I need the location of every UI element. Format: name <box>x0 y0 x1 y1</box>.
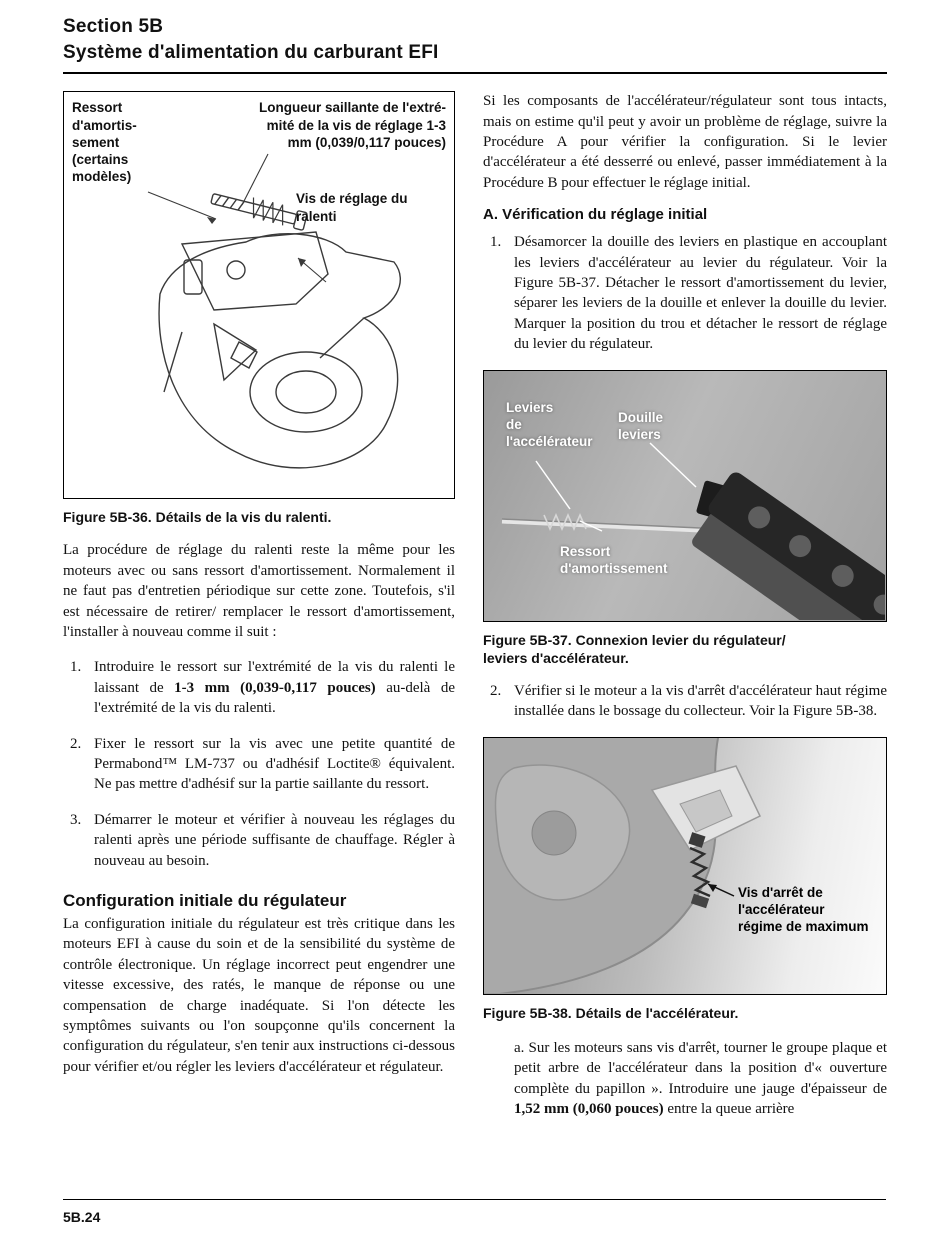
step-a-number: a. <box>514 1039 525 1056</box>
list-item: 3. Démarrer le moteur et vérifier à nouv… <box>63 810 455 871</box>
step-number: 2. <box>490 682 502 699</box>
page-title: Système d'alimentation du carburant EFI <box>63 41 439 63</box>
list-item-text-pre: Introduire le ressort sur l'extrémité de… <box>94 659 455 696</box>
list-item-text-bold: 1-3 mm (0,039-0,117 pouces) <box>174 679 376 696</box>
list-item-text: Démarrer le moteur et vérifier à nouveau… <box>94 810 455 871</box>
footer-rule <box>63 1199 886 1200</box>
lever-connection-photo <box>501 442 885 620</box>
label-vis-reglage: Vis de réglage du ralenti <box>296 191 408 224</box>
left-column: Ressort d'amortis- sement (certains modè… <box>63 91 455 1119</box>
figure-5b37-caption: Figure 5B-37. Connexion levier du régula… <box>483 631 786 666</box>
label-douille-leviers: Douille leviers <box>618 409 664 442</box>
page-number: 5B.24 <box>63 1209 101 1225</box>
label-longueur-saillante: Longueur saillante de l'extré- mité de l… <box>258 100 446 150</box>
label-leviers-accelerateur: Leviers de l'accélérateur <box>506 399 593 450</box>
step-text: Vérifier si le moteur a la vis d'arrêt d… <box>514 682 887 720</box>
step-number: 1. <box>490 234 502 251</box>
step-a-text-bold: 1,52 mm (0,060 pouces) <box>514 1101 664 1118</box>
idle-screw-line-drawing <box>147 154 401 469</box>
procedure-intro: Si les composants de l'accélérateur/régu… <box>483 93 887 191</box>
step-a: a. Sur les moteurs sans vis d'arrêt, tou… <box>514 1038 887 1120</box>
step-text: Désamorcer la douille des leviers en pla… <box>514 234 887 353</box>
config-regulateur-heading: Configuration initiale du régulateur <box>63 890 347 910</box>
idle-procedure-intro: La procédure de réglage du ralenti reste… <box>63 542 455 641</box>
procedure-a-heading: A. Vérification du réglage initial <box>483 206 708 224</box>
page-footer: 5B.24 <box>63 1199 886 1225</box>
list-item-number: 2. <box>70 735 82 752</box>
list-item-text-post: au-delà de l'extrémité de la vis du rale… <box>94 679 455 717</box>
step-a-text-pre: Sur les moteurs sans vis d'arrêt, tourne… <box>514 1039 887 1097</box>
section-heading: Section 5B <box>63 16 164 37</box>
list-item: 1. Introduire le ressort sur l'extrémité… <box>63 657 455 718</box>
figure-5b37: Leviers de l'accélérateur Douille levier… <box>483 369 887 622</box>
figure-5b38: Vis d'arrêt de l'accélérateur régime de … <box>483 736 887 995</box>
throttle-stop-screw-photo <box>484 737 761 993</box>
right-column: Si les composants de l'accélérateur/régu… <box>483 91 887 1119</box>
step-1: 1. Désamorcer la douille des leviers en … <box>483 232 887 354</box>
step-2: 2. Vérifier si le moteur a la vis d'arrê… <box>483 681 887 722</box>
label-vis-arret: Vis d'arrêt de l'accélérateur régime de … <box>738 884 869 935</box>
label-ressort-amortissement: Ressort d'amortis- sement (certains modè… <box>72 100 137 185</box>
list-item: 2. Fixer le ressort sur la vis avec une … <box>63 734 455 795</box>
list-item-text-pre: Démarrer le moteur et vérifier à nouveau… <box>94 811 455 869</box>
label-ressort-amortissement-photo: Ressort d'amortissement <box>560 543 668 576</box>
list-item-number: 3. <box>70 811 82 828</box>
list-item-text-pre: Fixer le ressort sur la vis avec une pet… <box>94 735 455 793</box>
list-item-number: 1. <box>70 659 82 676</box>
figure-5b36-caption: Figure 5B-36. Détails de la vis du ralen… <box>63 509 332 526</box>
config-regulateur-body: La configuration initiale du régulateur … <box>63 915 455 1075</box>
idle-procedure-list: 1. Introduire le ressort sur l'extrémité… <box>63 657 455 871</box>
figure-5b38-caption: Figure 5B-38. Détails de l'accélérateur. <box>483 1004 739 1021</box>
list-item-text: Fixer le ressort sur la vis avec une pet… <box>94 734 455 795</box>
figure-5b36: Ressort d'amortis- sement (certains modè… <box>63 91 455 500</box>
list-item-text: Introduire le ressort sur l'extrémité de… <box>94 657 455 718</box>
header-rule <box>63 72 887 75</box>
step-a-text-post: entre la queue arrière <box>663 1101 795 1118</box>
